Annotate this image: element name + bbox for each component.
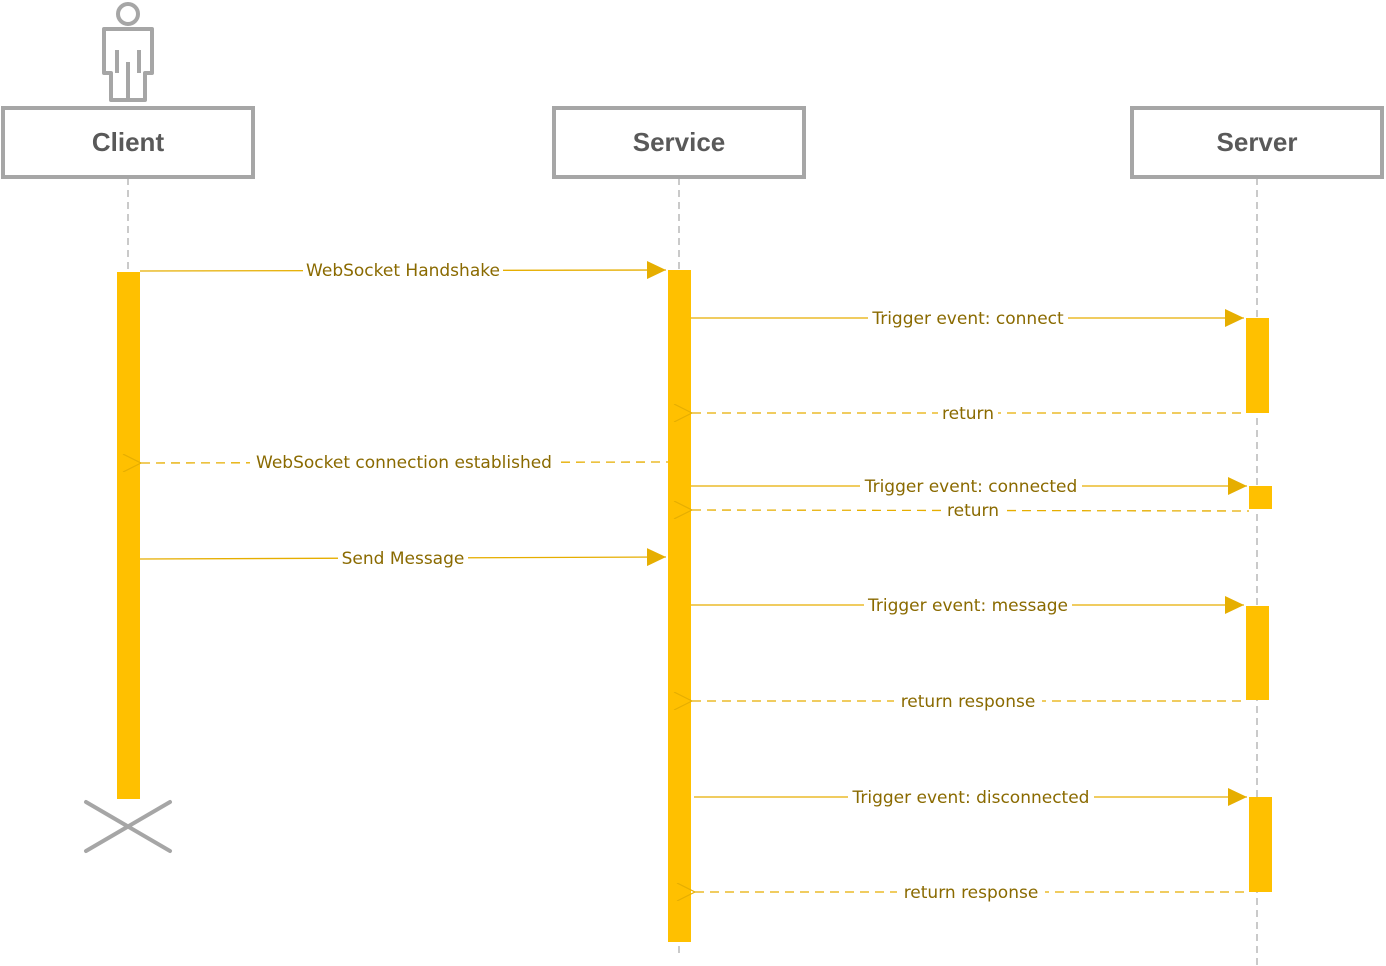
participant-server-label: Server (1217, 127, 1298, 157)
message-label: Trigger event: message (867, 596, 1068, 616)
activation-server-disconnected (1249, 797, 1272, 892)
message-label: return response (901, 692, 1036, 712)
message-websocket-handshake: WebSocket Handshake (139, 259, 667, 281)
message-connection-established: WebSocket connection established (141, 451, 669, 473)
activation-server-connected (1249, 486, 1272, 509)
message-trigger-connect: Trigger event: connect (691, 307, 1244, 329)
message-trigger-message: Trigger event: message (691, 594, 1244, 616)
message-label: Send Message (342, 549, 465, 569)
message-label: return (947, 501, 999, 521)
message-return-response-message: return response (692, 690, 1246, 712)
message-label: WebSocket connection established (256, 453, 552, 473)
message-label: Trigger event: connected (864, 477, 1078, 497)
message-label: Trigger event: connect (871, 309, 1064, 329)
destroy-marker (84, 800, 172, 853)
message-label: WebSocket Handshake (306, 261, 500, 281)
message-return-connected: return (692, 499, 1250, 521)
participant-service: Service (552, 106, 806, 179)
message-trigger-disconnected: Trigger event: disconnected (694, 786, 1247, 808)
participant-service-label: Service (633, 127, 726, 157)
message-send-message: Send Message (139, 547, 667, 569)
message-trigger-connected: Trigger event: connected (691, 475, 1247, 497)
participant-client-label: Client (92, 127, 165, 157)
message-label: Trigger event: disconnected (852, 788, 1090, 808)
message-return-response-disconnected: return response (695, 881, 1249, 903)
activation-server-message (1246, 606, 1269, 700)
activation-service (668, 270, 691, 942)
message-return-connect: return (692, 402, 1246, 424)
actor-icon (102, 2, 154, 102)
participant-server: Server (1130, 106, 1384, 179)
participant-client: Client (1, 106, 255, 179)
activation-server-connect (1246, 318, 1269, 413)
message-label: return (942, 404, 994, 424)
message-label: return response (904, 883, 1039, 903)
activation-client (117, 272, 140, 799)
